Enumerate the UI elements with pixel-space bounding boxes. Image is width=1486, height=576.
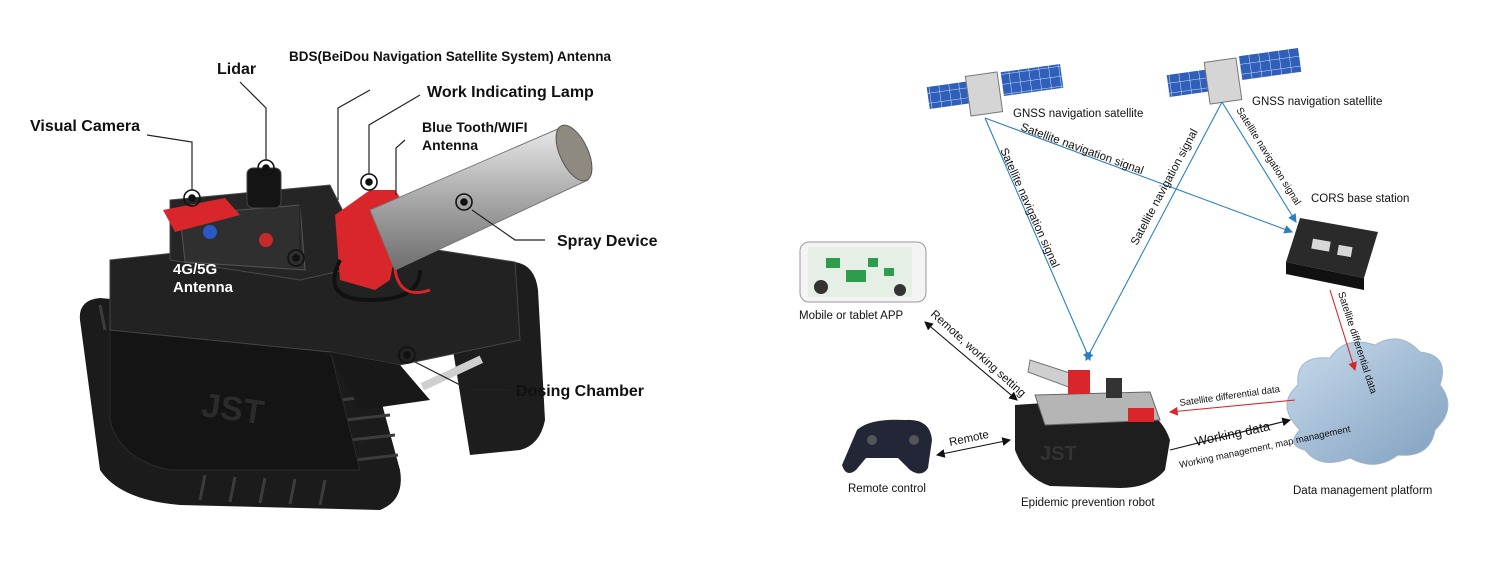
label-lidar: Lidar — [217, 61, 256, 78]
label-satellite-left: GNSS navigation satellite — [1013, 108, 1143, 120]
robot-pipe-mouth — [555, 124, 593, 182]
label-bluetooth-line1: Blue Tooth/WIFI — [422, 119, 528, 135]
label-app-link: Remote, working setting — [928, 308, 1028, 399]
data-platform-cloud — [1286, 338, 1449, 465]
robot-camera-housing — [163, 198, 240, 232]
signal-lines — [984, 101, 1297, 362]
label-satellite-right: GNSS navigation satellite — [1252, 96, 1382, 108]
robot-hose-red — [393, 269, 431, 294]
remote-control-icon — [842, 419, 932, 474]
robot-lidar-unit — [246, 167, 282, 209]
label-diff-platform-robot: Satellite differential data — [1179, 384, 1281, 409]
robot-logo: JST — [199, 386, 266, 432]
label-signal-left-cors: Satellite navigation signal — [1019, 122, 1145, 178]
mobile-app-icon — [799, 241, 927, 303]
label-mobile-app: Mobile or tablet APP — [799, 310, 904, 322]
robot-body-front — [330, 352, 430, 410]
label-robot: Epidemic prevention robot — [1021, 497, 1155, 509]
robot-red-button — [259, 233, 273, 247]
label-4g5g-line1: 4G/5G — [173, 261, 217, 278]
label-cors-station: CORS base station — [1311, 193, 1409, 205]
link-lines — [924, 321, 1292, 458]
robot-hose — [332, 259, 422, 303]
label-signal-right-cors: Satellite navigation signal — [1233, 106, 1302, 208]
robot-side-panel — [109, 329, 361, 471]
cors-station-icon — [1286, 218, 1378, 290]
svg-text:JST: JST — [1040, 443, 1077, 465]
label-data-platform: Data management platform — [1293, 485, 1432, 497]
label-bds-antenna: BDS(BeiDou Navigation Satellite System) … — [289, 49, 612, 64]
label-remote-control: Remote control — [848, 483, 926, 495]
robot-blue-knob — [203, 225, 217, 239]
label-dosing-chamber: Dosing Chamber — [516, 383, 644, 400]
label-signal-left-down: Satellite navigation signal — [997, 146, 1061, 269]
differential-lines — [1168, 289, 1357, 416]
label-4g5g-line2: Antenna — [173, 279, 234, 296]
robot-illustration: JST — [30, 49, 658, 510]
robot-markers — [183, 159, 473, 364]
diagram-robot-icon: JST — [1015, 359, 1170, 488]
satellite-right-icon — [1166, 47, 1302, 105]
label-work-lamp: Work Indicating Lamp — [427, 84, 594, 101]
satellite-left-icon — [926, 63, 1064, 117]
label-bluetooth-line2: Antenna — [422, 137, 478, 153]
robot-leader-lines — [146, 81, 545, 391]
robot-front-bar — [420, 355, 483, 391]
robot-spray-pipe — [369, 127, 589, 271]
label-spray-device: Spray Device — [557, 233, 658, 250]
label-signal-right-robot: Satellite navigation signal — [1129, 127, 1201, 247]
system-diagram: GNSS navigation satellite GNSS navigatio… — [799, 47, 1449, 509]
label-visual-camera: Visual Camera — [30, 118, 140, 135]
